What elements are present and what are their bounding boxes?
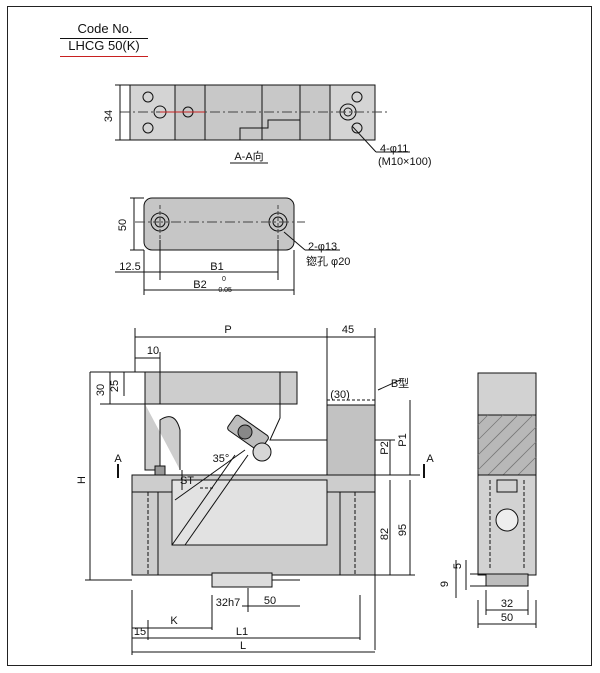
front-view-dim-p2: P2	[379, 441, 391, 454]
front-view-dim-h: H	[76, 476, 88, 484]
front-view-dim-25: 25	[109, 380, 121, 392]
front-view-dim-82: 82	[379, 528, 391, 540]
front-view-type-label: B型	[391, 376, 409, 390]
plate-view-dim-offset: 12.5	[119, 261, 140, 273]
plate-view-dim-b1: B1	[210, 261, 223, 273]
code-divider	[60, 38, 148, 39]
side-view-dim-50: 50	[501, 612, 513, 624]
front-view-dim-p1: P1	[397, 433, 409, 446]
code-number-value: LHCG 50(K)	[68, 38, 140, 53]
section-marker-right: A	[426, 453, 434, 465]
front-view-dim-15: 15	[134, 626, 146, 638]
top-view-caption: A-A向	[234, 149, 263, 163]
top-view-dim-height: 34	[103, 110, 115, 122]
front-view-dim-10: 10	[147, 345, 159, 357]
front-view-dim-l: L	[240, 640, 246, 652]
front-view-dim-45: 45	[342, 324, 354, 336]
front-view	[85, 328, 425, 655]
code-underline	[60, 56, 148, 57]
section-marker-left: A	[114, 453, 122, 465]
front-view-dim-50: 50	[264, 595, 276, 607]
side-view-dim-32: 32	[501, 598, 513, 610]
plate-view-hole-callout: 2-φ13	[308, 241, 337, 253]
plate-view-dim-b2: B2	[193, 279, 206, 291]
plate-view-tolerance-upper: 0	[222, 276, 226, 283]
plate-view	[115, 197, 340, 295]
front-view-dim-95: 95	[397, 524, 409, 536]
plate-view-tolerance-lower: -0.05	[216, 287, 232, 294]
code-number-label: Code No.	[77, 21, 133, 36]
plate-view-counterbore: 锪孔 φ20	[306, 255, 350, 268]
top-view-hole-callout-secondary: (M10×100)	[378, 156, 432, 168]
front-view-dim-30: 30	[95, 384, 107, 396]
side-view-dim-9: 9	[439, 581, 451, 587]
front-view-dim-32h7: 32h7	[216, 597, 240, 609]
front-view-angle: 35°	[213, 453, 230, 465]
top-view-hole-callout: 4-φ11	[380, 143, 408, 155]
front-view-dim-k: K	[170, 615, 178, 627]
side-view	[455, 372, 537, 628]
front-view-dim-l1: L1	[236, 626, 248, 638]
side-view-dim-5: 5	[452, 563, 464, 569]
top-view	[115, 84, 410, 164]
front-view-dim-30-ref: (30)	[330, 389, 350, 401]
plate-view-dim-height: 50	[117, 219, 129, 231]
front-view-dim-p: P	[224, 324, 231, 336]
front-view-dim-st: ST	[180, 475, 194, 487]
